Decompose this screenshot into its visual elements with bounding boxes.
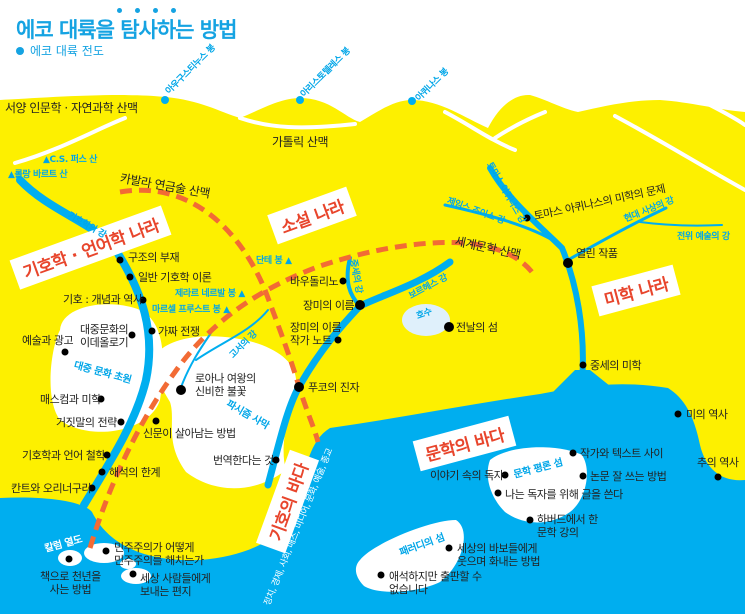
book-label[interactable]: 신문이 살아남는 방법 bbox=[143, 427, 236, 440]
page-title: 에코 대륙을 탐사하는 방법 bbox=[16, 18, 237, 42]
book-label[interactable]: 가짜 전쟁 bbox=[158, 325, 200, 338]
book-label[interactable]: 푸코의 진자 bbox=[308, 381, 360, 394]
book-label[interactable]: 추의 역사 bbox=[697, 456, 739, 469]
book-label[interactable]: 기호 : 개념과 역사 bbox=[63, 293, 143, 306]
book-label[interactable]: 구조의 부재 bbox=[128, 251, 180, 264]
book-label[interactable]: 전날의 섬 bbox=[456, 321, 498, 334]
river-delta bbox=[545, 370, 625, 400]
subtitle-text: 에코 대륙 전도 bbox=[30, 44, 104, 58]
peak-markers bbox=[161, 96, 416, 105]
mountain-barthes: ▲롤랑 바르트 산 bbox=[8, 170, 68, 180]
book-label[interactable]: 번역한다는 것 bbox=[213, 454, 274, 467]
range-catholic: 가톨릭 산맥 bbox=[272, 135, 329, 149]
book-label[interactable]: 논문 잘 쓰는 방법 bbox=[590, 470, 667, 483]
book-label[interactable]: 세상 사람들에게 보내는 편지 bbox=[140, 572, 211, 598]
river-avantgarde: 전위 예술의 강 bbox=[677, 232, 730, 242]
book-label[interactable]: 애석하지만 출판할 수 없습니다 bbox=[389, 570, 482, 596]
peak-dante: 단테 봉 ▲ bbox=[256, 256, 292, 266]
book-label[interactable]: 장미의 이름 bbox=[303, 299, 355, 312]
book-label[interactable]: 작가와 텍스트 사이 bbox=[580, 447, 663, 460]
book-label[interactable]: 책으로 천년을 사는 방법 bbox=[40, 570, 101, 596]
book-label[interactable]: 해석의 한계 bbox=[109, 466, 161, 479]
fascism-desert bbox=[155, 336, 297, 489]
book-label[interactable]: 민주주의가 어떻게 민주주의를 해치는가 bbox=[114, 541, 204, 567]
book-label[interactable]: 장미의 이름 작가 노트 bbox=[290, 321, 342, 347]
mountain-peirce: ▲C.S. 퍼스 산 bbox=[43, 155, 97, 165]
book-label[interactable]: 바우돌리노 bbox=[290, 275, 339, 288]
book-label[interactable]: 하버드에서 한 문학 강의 bbox=[537, 513, 598, 539]
book-label[interactable]: 거짓말의 전략 bbox=[56, 416, 117, 429]
book-label[interactable]: 칸트와 오리너구리 bbox=[11, 482, 91, 495]
book-label[interactable]: 미의 역사 bbox=[686, 408, 728, 421]
bullet-icon bbox=[16, 47, 24, 55]
book-label[interactable]: 중세의 미학 bbox=[590, 359, 642, 372]
book-label[interactable]: 대중문화의 이데올로기 bbox=[80, 323, 129, 349]
book-label[interactable]: 예술과 광고 bbox=[22, 334, 74, 347]
map-subtitle: 에코 대륙 전도 bbox=[16, 42, 104, 59]
book-label[interactable]: 로아나 여왕의 신비한 불꽃 bbox=[195, 372, 256, 398]
book-label[interactable]: 이야기 속의 독자 bbox=[430, 469, 504, 482]
book-label[interactable]: 매스컴과 미학 bbox=[40, 393, 101, 406]
book-label[interactable]: 일반 기호학 이론 bbox=[138, 271, 212, 284]
book-label[interactable]: 기호학과 언어 철학 bbox=[22, 449, 105, 462]
book-label[interactable]: 열린 작품 bbox=[576, 247, 618, 260]
peak-proust: 마르셀 프루스트 봉 ▲ bbox=[152, 305, 230, 315]
range-western: 서양 인문학 · 자연과학 산맥 bbox=[5, 101, 138, 115]
mountain-ridges bbox=[13, 98, 745, 192]
peak-nerval: 제라르 네르발 봉 ▲ bbox=[175, 289, 245, 299]
book-label[interactable]: 세상의 바보들에게 웃으며 화내는 방법 bbox=[457, 542, 540, 568]
lake bbox=[402, 304, 450, 336]
book-dots bbox=[61, 214, 722, 579]
book-label[interactable]: 나는 독자를 위해 글을 쓴다 bbox=[505, 488, 623, 501]
criticism-island bbox=[487, 447, 587, 523]
routes bbox=[87, 187, 538, 549]
